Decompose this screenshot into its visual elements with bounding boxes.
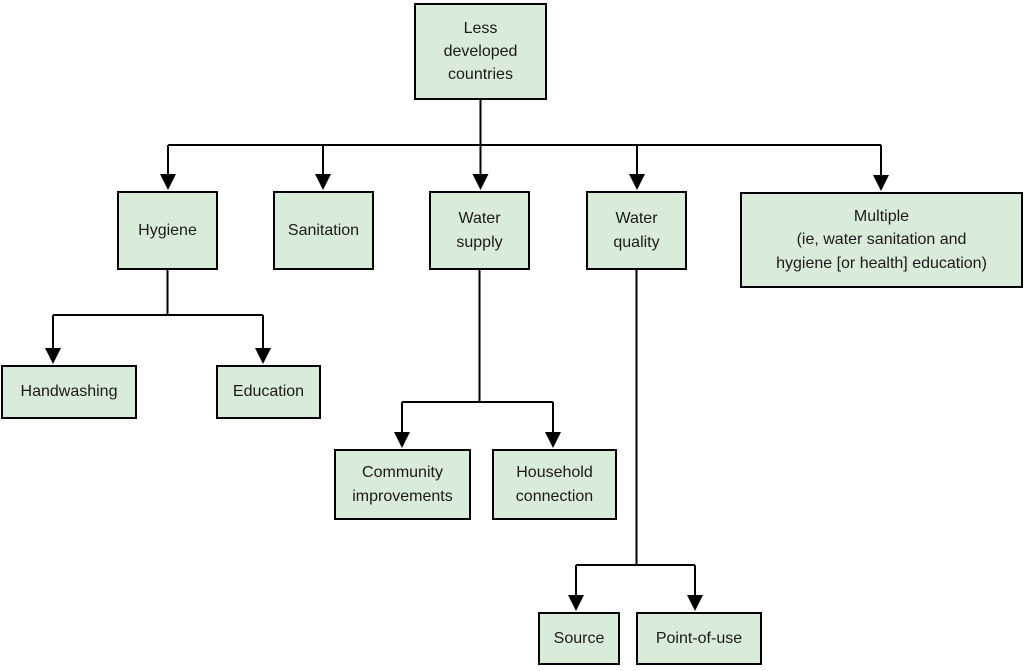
connector-root-trunk: [168, 100, 881, 146]
arrowhead-sanitation-icon: [315, 174, 331, 190]
node-household-connection: Household connection: [492, 449, 617, 520]
arrowhead-education-icon: [255, 348, 271, 364]
arrowhead-hygiene-icon: [160, 174, 176, 190]
node-sanitation: Sanitation: [273, 191, 374, 270]
connector-water-supply-trunk: [402, 270, 553, 403]
arrowhead-household-icon: [545, 432, 561, 448]
arrowhead-point-of-use-icon: [687, 595, 703, 611]
arrowhead-community-icon: [394, 432, 410, 448]
arrowhead-water-supply-icon: [472, 174, 489, 190]
node-point-of-use: Point-of-use: [636, 612, 762, 665]
node-education: Education: [216, 365, 321, 419]
connector-water-quality-trunk: [576, 270, 695, 566]
arrowhead-multiple-icon: [873, 175, 889, 191]
node-water-supply: Water supply: [429, 191, 530, 270]
connector-hygiene-trunk: [53, 270, 263, 316]
node-multiple: Multiple (ie, water sanitation and hygie…: [740, 192, 1023, 288]
arrowhead-handwashing-icon: [45, 348, 61, 364]
node-less-developed-countries: Less developed countries: [414, 3, 547, 100]
node-source: Source: [538, 612, 620, 665]
node-handwashing: Handwashing: [1, 365, 137, 419]
arrowhead-source-icon: [568, 595, 584, 611]
node-community-improvements: Community improvements: [334, 449, 471, 520]
node-hygiene: Hygiene: [117, 191, 218, 270]
arrowhead-water-quality-icon: [629, 174, 645, 190]
node-water-quality: Water quality: [586, 191, 687, 270]
